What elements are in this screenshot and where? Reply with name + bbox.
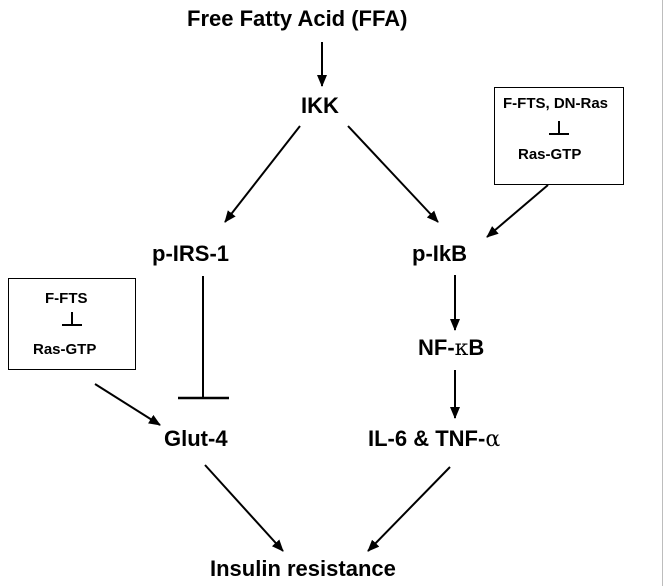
edge-glut4-insulin (204, 464, 284, 552)
box-left-inhibition: F-FTS Ras-GTP (8, 278, 136, 370)
il6-greek: α (485, 427, 501, 452)
nfkb-prefix: NF- (418, 335, 455, 360)
box-right-target: Ras-GTP (518, 146, 582, 163)
edge-ikk-pirs1 (224, 125, 301, 223)
inhibition-symbol-icon (549, 121, 569, 135)
node-glut4: Glut-4 (164, 426, 228, 451)
box-left-target: Ras-GTP (33, 341, 97, 358)
box-left-inhibitor: F-FTS (45, 290, 88, 307)
edge-boxright-pikb (486, 184, 549, 238)
node-ffa: Free Fatty Acid (FFA) (187, 6, 408, 31)
nfkb-suffix: B (468, 335, 485, 360)
node-nfkb: NF-κB (418, 337, 484, 360)
node-il6-tnf: IL-6 & TNF-α (368, 428, 500, 451)
il6-prefix: IL-6 & TNF- (368, 426, 486, 451)
edge-il6tnf-insulin (367, 466, 451, 552)
right-border-line (662, 0, 663, 586)
edge-ikk-pikb (347, 125, 439, 223)
nfkb-greek: κ (454, 336, 469, 361)
node-pikb: p-IkB (412, 241, 467, 266)
inhibition-symbol-icon (62, 312, 82, 326)
node-pirs1: p-IRS-1 (152, 241, 229, 266)
box-right-inhibition: F-FTS, DN-Ras Ras-GTP (494, 87, 624, 185)
box-right-inhibitor: F-FTS, DN-Ras (503, 95, 608, 112)
edge-boxleft-glut4 (94, 383, 161, 426)
node-ikk: IKK (301, 93, 339, 118)
node-insulin-resistance: Insulin resistance (210, 556, 396, 581)
